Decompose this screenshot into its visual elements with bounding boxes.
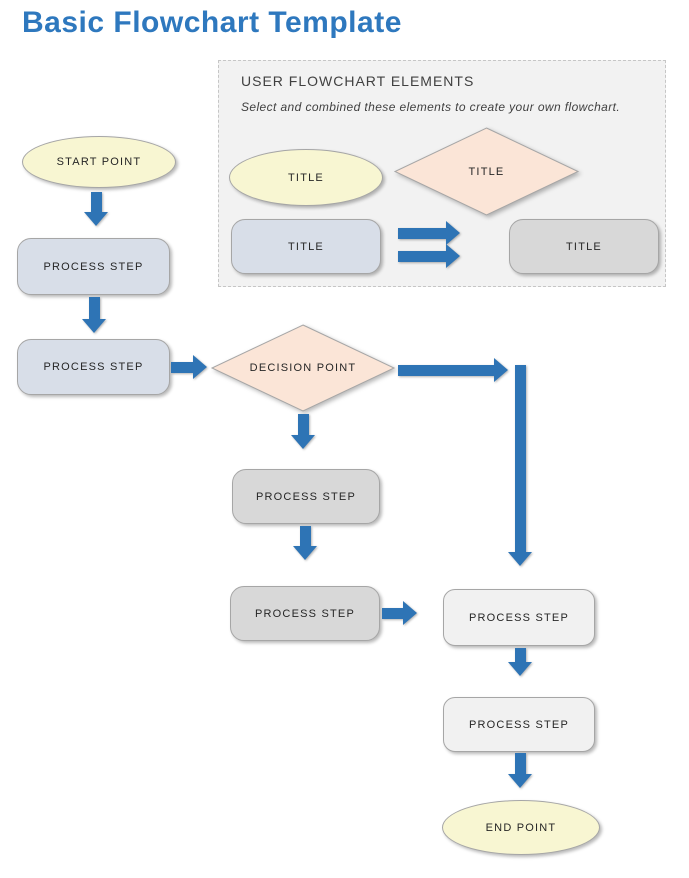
- arrow-shaft: [398, 227, 446, 239]
- decision-point-label: DECISION POINT: [249, 362, 357, 374]
- arrow-head: [508, 552, 532, 566]
- arrow-shaft: [382, 607, 403, 619]
- legend-arrow-right-icon: [398, 221, 460, 245]
- arrow-shaft: [299, 526, 311, 546]
- legend-start-end-sample: TITLE: [229, 149, 383, 206]
- legend-process-sample-gray: TITLE: [509, 219, 659, 274]
- arrow-head: [446, 244, 460, 268]
- legend-subtitle: Select and combined these elements to cr…: [241, 100, 621, 114]
- decision-point-node: DECISION POINT: [210, 324, 396, 412]
- flow-arrow-right-icon: [382, 601, 417, 625]
- process-step-1-label: PROCESS STEP: [43, 260, 144, 273]
- flow-arrow-right-icon: [171, 355, 207, 379]
- arrow-shaft: [88, 297, 100, 319]
- end-point-label: END POINT: [485, 821, 557, 834]
- legend-ellipse-label: TITLE: [288, 171, 324, 184]
- flow-arrow-right-long-icon: [398, 358, 508, 382]
- arrow-shaft: [90, 192, 102, 212]
- process-step-5-label: PROCESS STEP: [469, 611, 569, 624]
- arrow-shaft: [297, 414, 309, 435]
- arrow-shaft: [514, 753, 526, 774]
- process-step-2-node: PROCESS STEP: [17, 339, 170, 395]
- process-step-6-label: PROCESS STEP: [469, 718, 569, 731]
- diamond-shape-icon: [210, 324, 396, 412]
- start-point-label: START POINT: [56, 156, 142, 168]
- process-step-4-node: PROCESS STEP: [230, 586, 380, 641]
- arrow-head: [291, 435, 315, 449]
- legend-panel: USER FLOWCHART ELEMENTS Select and combi…: [218, 60, 666, 287]
- flow-arrow-down-icon: [84, 192, 108, 226]
- flow-arrow-down-icon: [508, 648, 532, 676]
- process-step-1-node: PROCESS STEP: [17, 238, 170, 295]
- legend-diamond-label: TITLE: [468, 165, 505, 178]
- process-step-3-label: PROCESS STEP: [256, 490, 356, 503]
- process-step-6-node: PROCESS STEP: [443, 697, 595, 752]
- flow-arrow-down-icon: [508, 753, 532, 788]
- process-step-2-label: PROCESS STEP: [43, 361, 144, 373]
- flow-arrow-down-icon: [82, 297, 106, 333]
- diamond-shape-icon: [393, 127, 580, 216]
- process-step-4-label: PROCESS STEP: [255, 607, 355, 620]
- arrow-head: [508, 774, 532, 788]
- legend-decision-sample: TITLE: [393, 127, 580, 216]
- arrow-shaft: [171, 361, 193, 373]
- process-step-5-node: PROCESS STEP: [443, 589, 595, 646]
- process-step-3-node: PROCESS STEP: [232, 469, 380, 524]
- legend-rect-gray-label: TITLE: [566, 240, 602, 253]
- arrow-head: [82, 319, 106, 333]
- arrow-shaft: [398, 364, 494, 376]
- flow-arrow-down-icon: [293, 526, 317, 560]
- arrow-shaft: [514, 648, 526, 662]
- flow-arrow-down-long-icon: [508, 365, 532, 566]
- start-point-node: START POINT: [22, 136, 176, 188]
- arrow-head: [494, 358, 508, 382]
- arrow-head: [508, 662, 532, 676]
- arrow-head: [84, 212, 108, 226]
- arrow-shaft: [398, 250, 446, 262]
- arrow-head: [193, 355, 207, 379]
- legend-rect-blue-label: TITLE: [288, 240, 324, 253]
- arrow-shaft: [514, 365, 526, 552]
- end-point-node: END POINT: [442, 800, 600, 855]
- arrow-head: [446, 221, 460, 245]
- legend-arrow-right-icon: [398, 244, 460, 268]
- flow-arrow-down-icon: [291, 414, 315, 449]
- page-title: Basic Flowchart Template: [22, 6, 402, 39]
- legend-header: USER FLOWCHART ELEMENTS: [241, 73, 475, 89]
- legend-process-sample-blue: TITLE: [231, 219, 381, 274]
- arrow-head: [403, 601, 417, 625]
- arrow-head: [293, 546, 317, 560]
